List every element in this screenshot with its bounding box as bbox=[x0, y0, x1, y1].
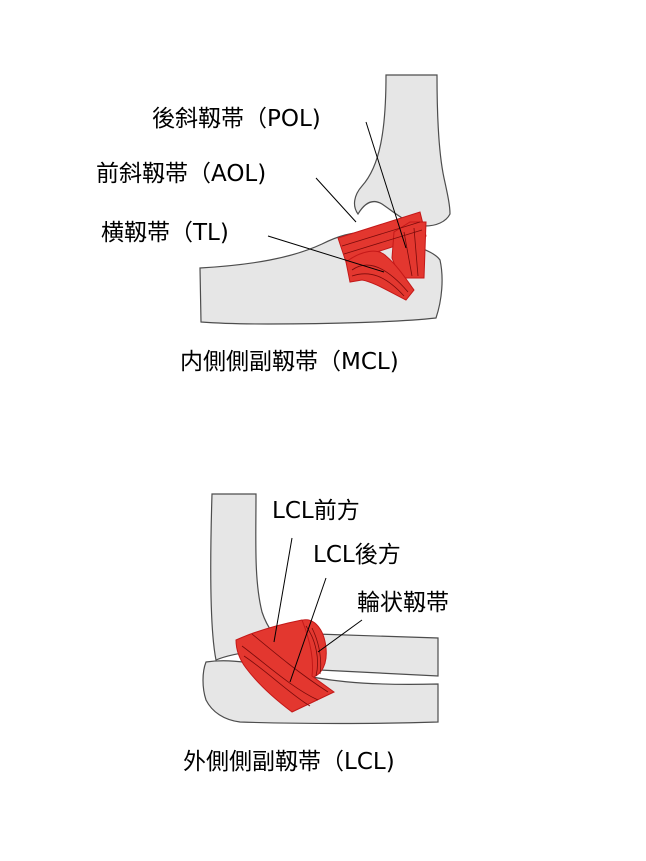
lcl-anterior-label: LCL前方 bbox=[272, 498, 360, 524]
aol-label: 前斜靱帯（AOL) bbox=[96, 161, 267, 187]
pol-label: 後斜靱帯（POL) bbox=[152, 106, 321, 132]
aol-leader-line bbox=[315, 177, 357, 223]
lcl-title: 外側側副靱帯（LCL) bbox=[183, 749, 395, 775]
mcl-tl-ligament bbox=[345, 250, 415, 301]
mcl-leader-lines bbox=[267, 121, 407, 273]
lcl-figure bbox=[202, 493, 439, 725]
lcl-leader-lines bbox=[273, 537, 363, 683]
lcl-main-ligament bbox=[235, 619, 335, 713]
mcl-title: 内側側副靱帯（MCL) bbox=[180, 349, 399, 375]
lcl-anterior-leader-line bbox=[273, 537, 293, 643]
mcl-pol-ligament bbox=[391, 221, 427, 279]
tl-leader-line bbox=[267, 235, 385, 273]
mcl-ligament-fibers bbox=[341, 221, 423, 297]
lcl-ligament-fibers bbox=[241, 625, 329, 707]
annular-leader-line bbox=[317, 619, 363, 653]
lcl-posterior-leader-line bbox=[289, 577, 327, 683]
pol-leader-line bbox=[365, 121, 407, 249]
annular-ligament-label: 輪状靱帯 bbox=[357, 590, 449, 616]
mcl-humerus bbox=[353, 74, 451, 227]
lcl-posterior-label: LCL後方 bbox=[313, 542, 401, 568]
tl-label: 横靱帯（TL) bbox=[101, 220, 229, 246]
mcl-figure bbox=[199, 74, 451, 325]
